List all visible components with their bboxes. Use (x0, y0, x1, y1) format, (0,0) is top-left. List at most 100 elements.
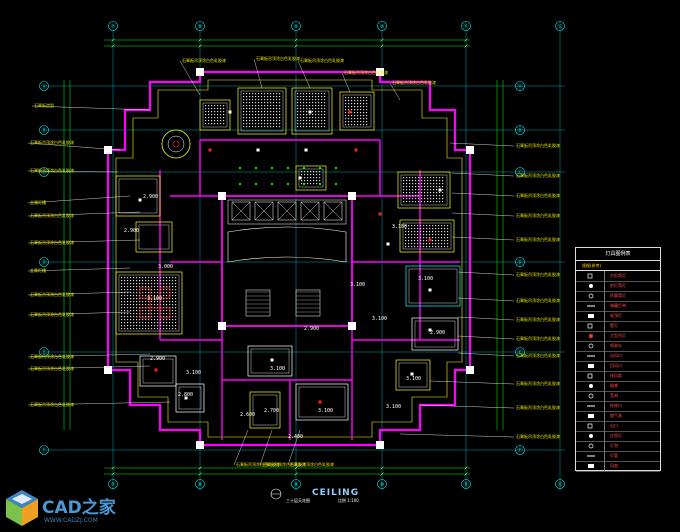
ceiling-pattern-dot (279, 123, 281, 125)
axis-label: Ⓕ (41, 447, 46, 454)
ceiling-pattern-dot (403, 189, 405, 191)
axis-bubble (515, 125, 525, 135)
axis-bubble (195, 21, 205, 31)
ceiling-pattern-dot (412, 183, 414, 185)
chandelier-icon (589, 334, 593, 338)
title-symbol (270, 488, 282, 500)
ceiling-pattern-dot (273, 126, 275, 128)
ceiling-pattern-dot (258, 114, 260, 116)
ceiling-pattern-dot (166, 304, 168, 306)
ceiling-pattern-dot (409, 198, 411, 200)
ceiling-pattern-dot (324, 96, 326, 98)
light-fixture-icon (348, 110, 352, 114)
ceiling-height-label: 3.000 (158, 264, 174, 270)
ceiling-pattern-dot (438, 231, 440, 233)
ceiling-pattern-dot (151, 322, 153, 324)
ceiling-pattern-dot (426, 225, 428, 227)
ceiling-pattern-dot (172, 325, 174, 327)
ceiling-pattern-dot (421, 180, 423, 182)
annotation-label: 石膏板吊顶涂白色乳胶漆 (516, 193, 560, 198)
annotation-label: 石膏板吊顶涂白色乳胶漆 (516, 173, 560, 178)
downlight-icon (334, 166, 338, 170)
ceiling-pattern-dot (139, 298, 141, 300)
ceiling-pattern-dot (139, 328, 141, 330)
ceiling-pattern-dot (357, 124, 359, 126)
ceiling-pattern-dot (303, 120, 305, 122)
ceiling-pattern-dot (321, 117, 323, 119)
dimension-tick (380, 472, 384, 476)
ceiling-height-label: 3.100 (350, 282, 366, 288)
ceiling-pattern-dot (160, 292, 162, 294)
ceiling-pattern-dot (151, 304, 153, 306)
ceiling-pattern-dot (142, 328, 144, 330)
ceiling-pattern-dot (151, 298, 153, 300)
ceiling-pattern-dot (142, 322, 144, 324)
ceiling-pattern-dot (151, 307, 153, 309)
leader-line (457, 316, 515, 321)
ceiling-pattern-dot (169, 298, 171, 300)
ceiling-pattern-dot (297, 96, 299, 98)
ceiling-pattern-dot (252, 114, 254, 116)
ceiling-pattern-dot (415, 186, 417, 188)
ceiling-pattern-dot (303, 111, 305, 113)
ceiling-pattern-dot (421, 183, 423, 185)
ceiling-pattern-dot (121, 289, 123, 291)
ceiling-pattern-dot (121, 298, 123, 300)
elevator-cross (231, 201, 251, 221)
ceiling-height-label: 2.900 (150, 356, 166, 362)
ceiling-pattern-dot (160, 310, 162, 312)
ceiling-pattern-dot (430, 201, 432, 203)
ceiling-pattern-dot (124, 295, 126, 297)
downlight-icon (318, 182, 322, 186)
dimension-lines (63, 38, 504, 476)
ceiling-pattern-dot (438, 225, 440, 227)
decorative-grid-cell (149, 297, 161, 309)
ceiling-pattern-dot (300, 126, 302, 128)
ceiling-pattern-dot (414, 237, 416, 239)
ceiling-pattern-dot (270, 120, 272, 122)
annotation-label: 石膏板吊顶涂白色乳胶漆 (30, 240, 74, 245)
ceiling-pattern-dot (175, 316, 177, 318)
ceiling-pattern-dot (360, 97, 362, 99)
ceiling-pattern-dot (124, 289, 126, 291)
ceiling-panel-inner (250, 348, 290, 374)
ceiling-pattern-dot (366, 118, 368, 120)
ceiling-pattern-dot (439, 177, 441, 179)
ceiling-pattern-dot (408, 243, 410, 245)
ceiling-pattern-dot (246, 120, 248, 122)
dimension-tick (198, 38, 202, 42)
legend-row: 检修口 (576, 401, 660, 412)
ceiling-pattern-dot (243, 99, 245, 101)
ceiling-pattern-dot (324, 111, 326, 113)
ceiling-pattern-dot (403, 198, 405, 200)
ceiling-pattern-dot (408, 231, 410, 233)
ceiling-pattern-dot (424, 198, 426, 200)
legend-label: 射灯筒灯 (610, 283, 626, 288)
structural-column (376, 68, 384, 76)
ceiling-pattern-dot (136, 328, 138, 330)
ceiling-pattern-dot (169, 325, 171, 327)
ceiling-pattern-dot (160, 301, 162, 303)
decorative-ceiling-panel-inner (202, 102, 228, 128)
core-wall (221, 195, 353, 327)
ceiling-pattern-dot (318, 123, 320, 125)
ceiling-pattern-dot (447, 228, 449, 230)
ceiling-pattern-dot (441, 246, 443, 248)
ceiling-height-label: 3.100 (372, 316, 388, 322)
ceiling-pattern-dot (252, 102, 254, 104)
ceiling-pattern-dot (414, 246, 416, 248)
ceiling-pattern-dot (430, 198, 432, 200)
ceiling-height-label: 2.400 (288, 434, 304, 440)
ceiling-pattern-dot (354, 106, 356, 108)
ceiling-pattern-dot (142, 316, 144, 318)
ceiling-pattern-dot (273, 99, 275, 101)
ceiling-pattern-dot (217, 117, 219, 119)
ceiling-pattern-dot (432, 237, 434, 239)
legend-divider (604, 281, 605, 291)
ceiling-pattern-dot (318, 108, 320, 110)
ceiling-pattern-dot (121, 295, 123, 297)
ceiling-pattern-dot (133, 316, 135, 318)
ceiling-pattern-dot (363, 106, 365, 108)
ceiling-pattern-dot (136, 277, 138, 279)
ceiling-pattern-dot (306, 105, 308, 107)
